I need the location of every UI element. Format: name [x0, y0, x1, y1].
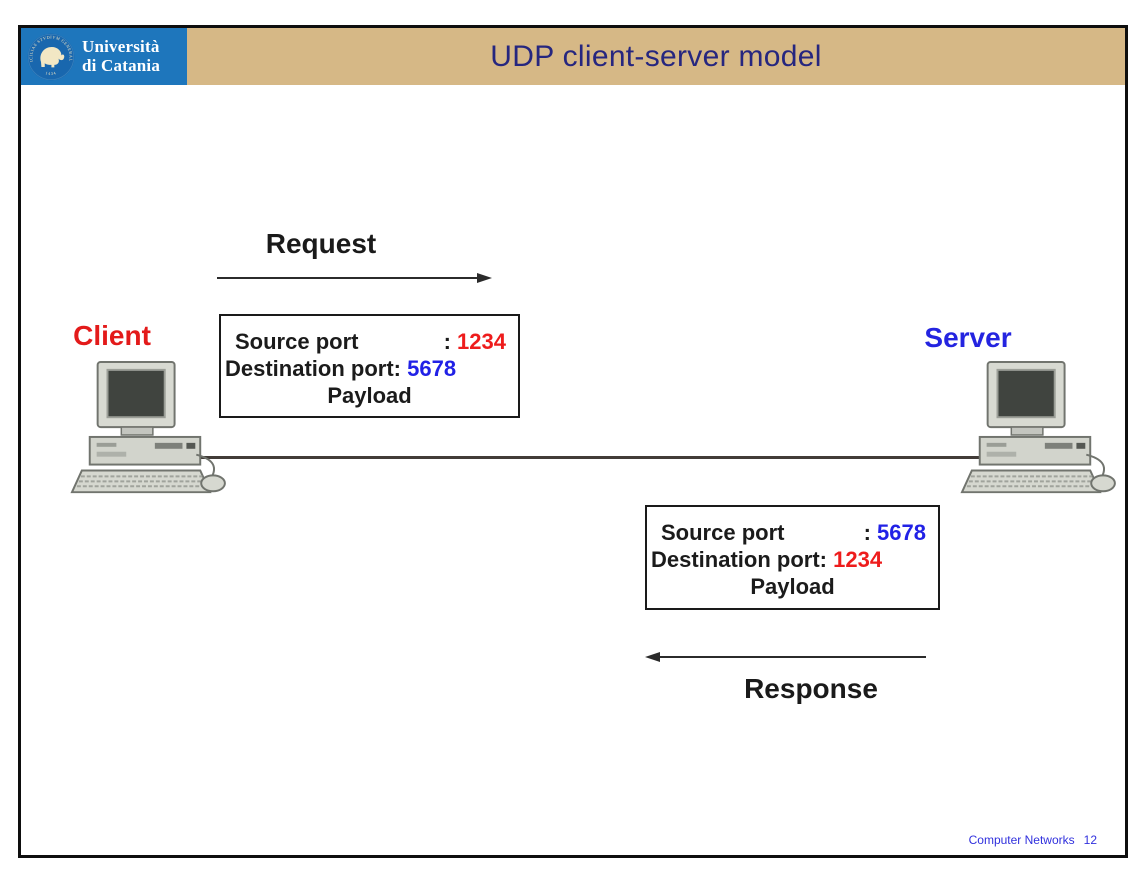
request-arrow-icon — [217, 273, 492, 283]
source-port-value-group: : 5678 — [864, 519, 926, 546]
university-name-line2: di Catania — [82, 55, 161, 75]
source-port-value: 5678 — [877, 520, 926, 545]
source-port-row: Source port : 1234 — [221, 328, 518, 355]
destination-port-label: Destination port: — [225, 356, 401, 381]
destination-port-row: Destination port: 5678 — [221, 355, 518, 382]
destination-port-label: Destination port: — [651, 547, 827, 572]
university-name: Università di Catania — [82, 37, 161, 75]
payload-row: Payload — [327, 383, 412, 408]
footer-page-number: 12 — [1083, 833, 1097, 847]
svg-text:1434: 1434 — [45, 70, 57, 76]
request-label: Request — [265, 228, 377, 259]
server-computer-icon — [960, 360, 1116, 494]
destination-port-value: 5678 — [407, 356, 457, 381]
destination-port-row: Destination port: 1234 — [647, 546, 938, 573]
footer: Computer Networks 12 — [969, 833, 1097, 847]
colon: : — [443, 329, 451, 354]
response-packet-box: Source port : 5678 Destination port: 123… — [645, 505, 940, 610]
university-name-line1: Università — [82, 37, 160, 57]
university-logo: SICILIAE STVDIVM GENERALE 1434 Universit… — [21, 28, 187, 85]
network-link-line — [138, 456, 1040, 459]
source-port-label: Source port — [661, 520, 785, 545]
seal-elephant-icon — [40, 46, 65, 67]
university-seal-icon: SICILIAE STVDIVM GENERALE 1434 — [27, 33, 75, 80]
server-label: Server — [924, 322, 1012, 353]
source-port-label: Source port — [235, 329, 359, 354]
title-band: UDP client-server model — [187, 28, 1125, 85]
source-port-row: Source port : 5678 — [647, 519, 938, 546]
request-packet-box: Source port : 1234 Destination port: 567… — [219, 314, 520, 418]
source-port-value-group: : 1234 — [444, 328, 506, 355]
destination-port-value: 1234 — [833, 547, 883, 572]
response-arrow-icon — [645, 652, 926, 662]
colon: : — [863, 520, 871, 545]
header-band: SICILIAE STVDIVM GENERALE 1434 Universit… — [21, 28, 1125, 85]
footer-course-label: Computer Networks — [968, 833, 1075, 847]
client-computer-icon — [70, 360, 226, 494]
seal-year-text: 1434 — [45, 70, 56, 76]
page-title: UDP client-server model — [490, 39, 822, 73]
payload-row: Payload — [750, 574, 835, 599]
slide-frame: SICILIAE STVDIVM GENERALE 1434 Universit… — [18, 25, 1128, 858]
source-port-value: 1234 — [457, 329, 506, 354]
client-label: Client — [73, 320, 151, 351]
response-label: Response — [744, 673, 878, 704]
